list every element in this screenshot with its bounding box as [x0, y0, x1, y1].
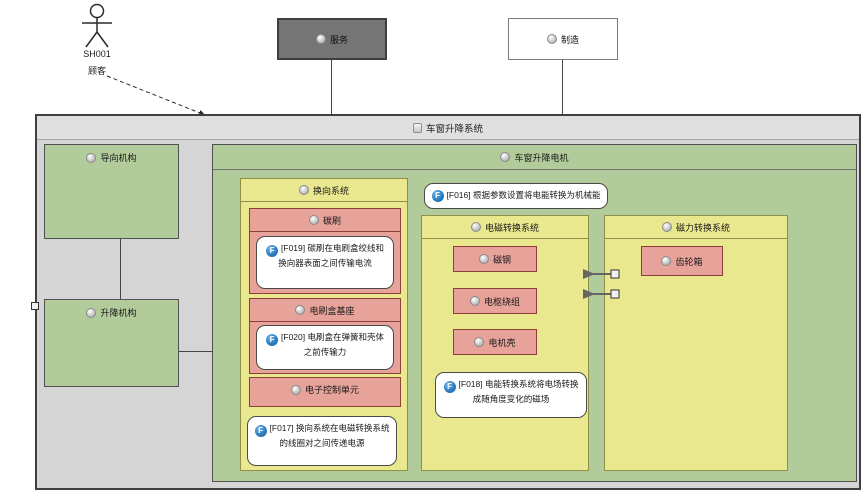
armature-winding-block[interactable]: 电枢绕组 — [453, 288, 537, 314]
window-lift-motor-block[interactable]: 车窗升降电机 F [F016] 根据参数设置将电能转换为机械能 换向系统 碳刷 — [212, 144, 857, 482]
gearbox-title-bar: 齿轮箱 — [642, 247, 722, 275]
function-icon: F — [431, 190, 444, 202]
function-icon: F — [266, 334, 279, 346]
block-icon — [661, 222, 672, 232]
actor-id: SH001 — [83, 49, 111, 59]
note-f020[interactable]: F[F020] 电刷盒在弹簧和壳体之前传输力 — [256, 325, 394, 370]
function-icon: F — [443, 381, 456, 393]
block-icon — [315, 34, 326, 44]
manufacture-block[interactable]: 制造 — [508, 18, 618, 60]
motor-housing-title-bar: 电机壳 — [454, 330, 536, 354]
ecu-title-bar: 电子控制单元 — [250, 378, 400, 401]
actor-association-arrow — [106, 75, 206, 116]
lift-mechanism-label: 升降机构 — [100, 308, 137, 318]
electromagnetic-title-bar: 电磁转换系统 — [422, 216, 588, 239]
motor-housing-block[interactable]: 电机壳 — [453, 329, 537, 355]
manufacture-label: 制造 — [560, 34, 579, 45]
system-icon — [412, 122, 422, 133]
window-lift-system-block[interactable]: 车窗升降系统 导向机构 升降机构 车窗升降电机 — [31, 114, 861, 490]
part-icon — [469, 296, 480, 306]
motor-housing-label: 电机壳 — [488, 337, 516, 348]
note-f017[interactable]: F[F017] 换向系统在电磁转换系统的线圈对之间传递电源 — [247, 416, 397, 466]
function-icon: F — [254, 425, 267, 437]
block-icon — [470, 222, 481, 232]
service-block[interactable]: 服务 — [277, 18, 387, 60]
actor-name: 顾客 — [87, 66, 106, 76]
block-icon — [298, 185, 309, 195]
brush-box-base-title-bar: 电刷盒基座 — [250, 299, 400, 322]
actor-icon[interactable] — [75, 2, 121, 50]
magnet-steel-block[interactable]: 磁钢 — [453, 246, 537, 272]
brush-box-base-label: 电刷盒基座 — [309, 305, 355, 316]
brush-box-base-block[interactable]: 电刷盒基座 F[F020] 电刷盒在弹簧和壳体之前传输力 — [249, 298, 401, 374]
function-icon: F — [266, 245, 279, 257]
part-icon — [478, 254, 489, 264]
ecu-block[interactable]: 电子控制单元 — [249, 377, 401, 407]
note-f018[interactable]: F[F018] 电能转换系统将电场转换成随角度变化的磁场 — [435, 372, 587, 418]
connector-service-system — [331, 59, 332, 115]
carbon-brush-block[interactable]: 碳刷 F[F019] 碳刷在电刷盒绞线和换向器表面之间传输电流 — [249, 208, 401, 294]
armature-winding-title-bar: 电枢绕组 — [454, 289, 536, 313]
note-f020-text: [F020] 电刷盒在弹簧和壳体之前传输力 — [281, 332, 384, 357]
electromagnetic-conversion-system-block[interactable]: 电磁转换系统 磁钢 电枢绕组 — [421, 215, 589, 471]
magnetic-conversion-system-block[interactable]: 磁力转换系统 齿轮箱 — [604, 215, 788, 471]
note-f019-text: [F019] 碳刷在电刷盒绞线和换向器表面之间传输电流 — [278, 243, 384, 268]
connector-guide-lift — [120, 239, 121, 299]
carbon-brush-title-bar: 碳刷 — [250, 209, 400, 232]
commutation-title: 换向系统 — [312, 185, 349, 196]
magnet-steel-title-bar: 磁钢 — [454, 247, 536, 271]
system-left-port[interactable] — [31, 302, 39, 310]
guide-mechanism-block[interactable]: 导向机构 — [44, 144, 179, 239]
motor-title-bar: 车窗升降电机 — [213, 145, 856, 170]
electromagnetic-title: 电磁转换系统 — [484, 222, 539, 233]
connector-manufacture-system — [562, 59, 563, 115]
note-f017-text: [F017] 换向系统在电磁转换系统的线圈对之间传递电源 — [269, 423, 390, 448]
carbon-brush-label: 碳刷 — [322, 215, 341, 226]
part-icon — [295, 305, 306, 315]
part-icon — [290, 384, 301, 395]
block-icon — [546, 34, 557, 44]
block-icon — [500, 152, 511, 162]
commutation-title-bar: 换向系统 — [241, 179, 407, 202]
armature-winding-label: 电枢绕组 — [483, 296, 520, 307]
lift-mechanism-block[interactable]: 升降机构 — [44, 299, 179, 387]
part-icon — [474, 337, 485, 347]
block-icon — [86, 307, 97, 318]
note-f019[interactable]: F[F019] 碳刷在电刷盒绞线和换向器表面之间传输电流 — [256, 236, 394, 289]
gearbox-label: 齿轮箱 — [675, 256, 703, 267]
part-icon — [661, 256, 672, 266]
note-f016[interactable]: F [F016] 根据参数设置将电能转换为机械能 — [424, 183, 608, 209]
system-title: 车窗升降系统 — [425, 123, 483, 135]
note-f016-text: [F016] 根据参数设置将电能转换为机械能 — [446, 190, 601, 201]
magnet-steel-label: 磁钢 — [492, 254, 511, 265]
guide-mechanism-label: 导向机构 — [100, 153, 137, 163]
ecu-label: 电子控制单元 — [304, 385, 359, 395]
block-icon — [86, 152, 97, 163]
part-icon — [308, 215, 319, 225]
motor-title: 车窗升降电机 — [514, 152, 569, 163]
item-flow-ports[interactable] — [581, 265, 625, 309]
system-title-bar: 车窗升降系统 — [37, 116, 859, 140]
connector-lift-motor — [179, 351, 212, 352]
commutation-system-block[interactable]: 换向系统 碳刷 F[F019] 碳刷在电刷盒绞线和换向器表面之间传输电流 电刷盒… — [240, 178, 408, 471]
gearbox-block[interactable]: 齿轮箱 — [641, 246, 723, 276]
magnetic-title: 磁力转换系统 — [675, 222, 730, 233]
note-f018-text: [F018] 电能转换系统将电场转换成随角度变化的磁场 — [458, 379, 579, 404]
magnetic-title-bar: 磁力转换系统 — [605, 216, 787, 239]
service-label: 服务 — [329, 34, 348, 45]
